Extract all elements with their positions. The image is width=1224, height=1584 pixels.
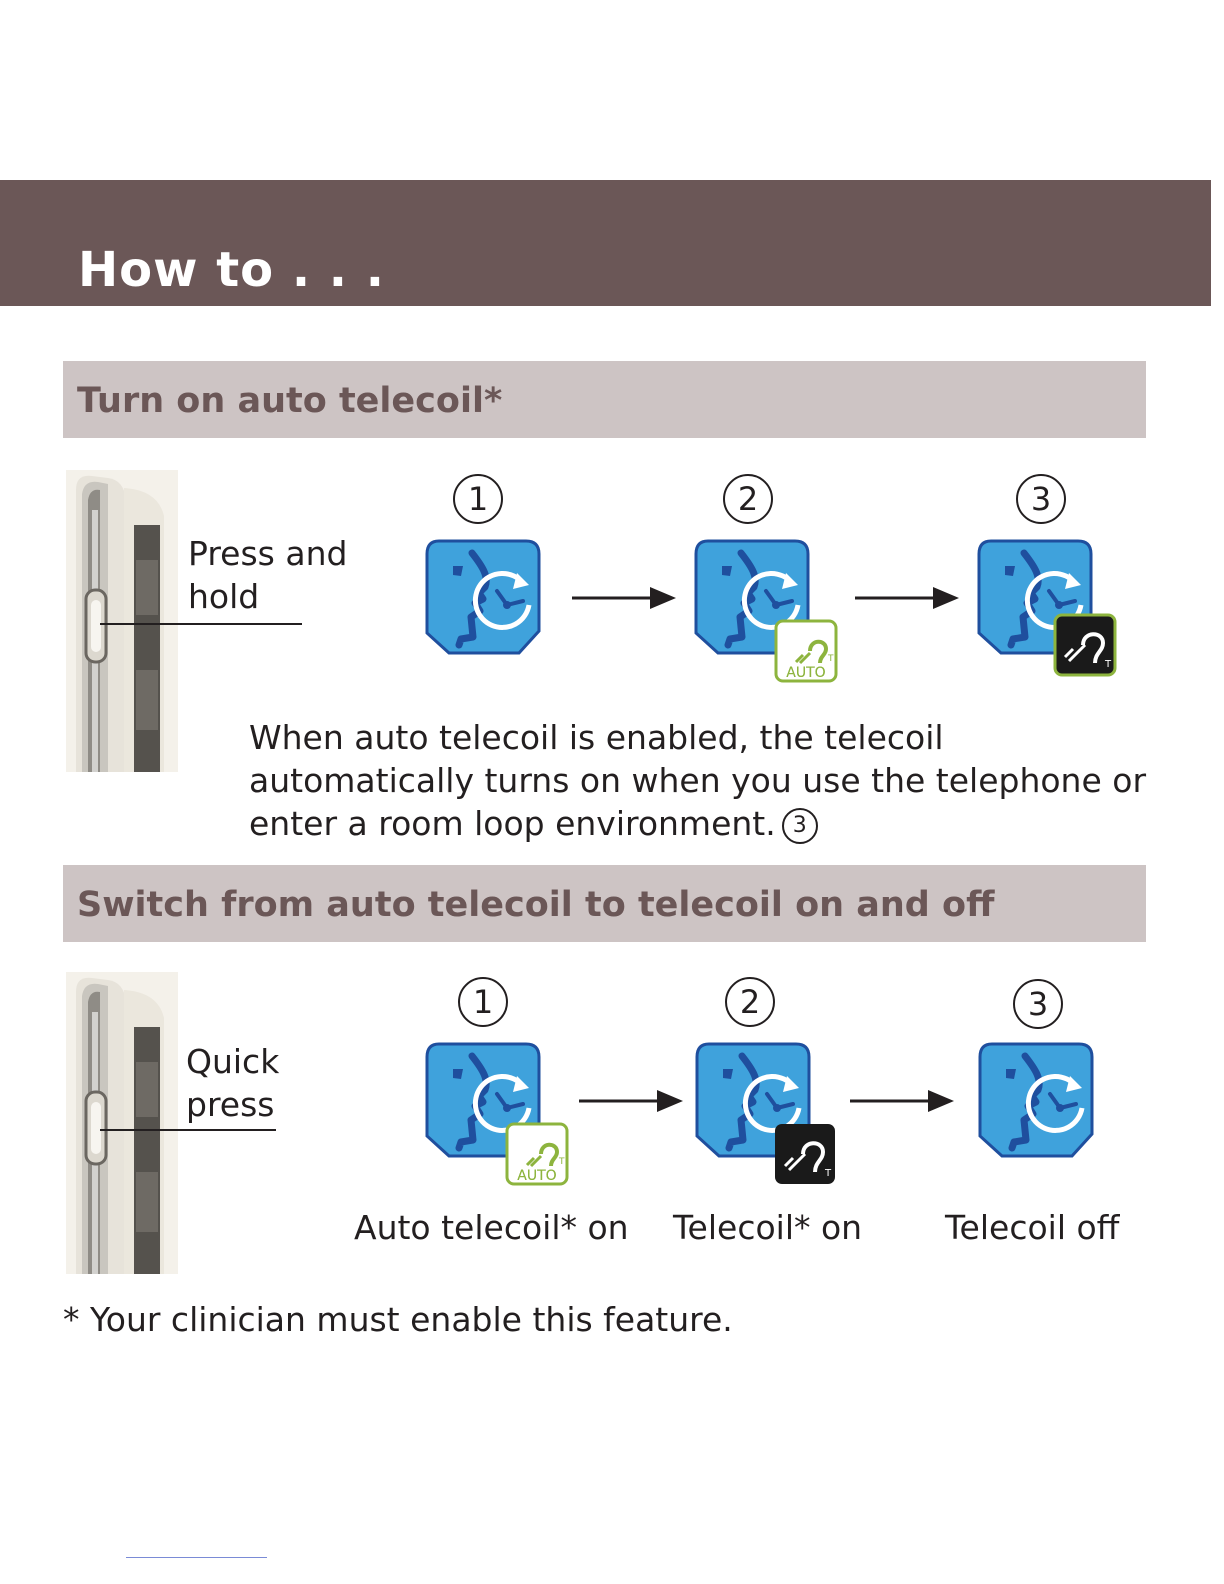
section-title: Turn on auto telecoil* bbox=[77, 381, 503, 421]
arrow-right-icon bbox=[855, 587, 959, 609]
arrow-right-icon bbox=[850, 1090, 954, 1112]
action-label-quick-press: Quick press bbox=[186, 1042, 280, 1124]
step-number: 3 bbox=[1013, 979, 1063, 1029]
leader-line bbox=[100, 1129, 276, 1131]
footnote: * Your clinician must enable this featur… bbox=[63, 1300, 733, 1339]
badge-text: AUTO bbox=[517, 1168, 556, 1184]
arrow-right-icon bbox=[572, 587, 676, 609]
program-icon bbox=[695, 1042, 845, 1192]
program-icon bbox=[977, 539, 1127, 689]
program-icon: AUTO bbox=[694, 539, 844, 689]
program-icon bbox=[425, 539, 575, 689]
hearing-aid-image bbox=[66, 470, 178, 772]
program-icon bbox=[978, 1042, 1128, 1192]
description-text: When auto telecoil is enabled, the telec… bbox=[249, 718, 1147, 844]
badge-text: AUTO bbox=[786, 665, 825, 681]
leader-line bbox=[100, 623, 302, 625]
step-number: 1 bbox=[458, 977, 508, 1027]
hearing-aid-image bbox=[66, 972, 178, 1274]
telecoil-badge-icon bbox=[773, 1122, 837, 1186]
caption-auto-telecoil-on: Auto telecoil* on bbox=[354, 1208, 629, 1247]
footer-rule bbox=[126, 1557, 267, 1558]
section-bar-auto-telecoil: Turn on auto telecoil* bbox=[63, 361, 1146, 438]
section-title: Switch from auto telecoil to telecoil on… bbox=[77, 885, 995, 925]
caption-telecoil-on: Telecoil* on bbox=[673, 1208, 863, 1247]
program-icon: AUTO bbox=[425, 1042, 575, 1192]
caption-telecoil-off: Telecoil off bbox=[945, 1208, 1120, 1247]
arrow-right-icon bbox=[579, 1090, 683, 1112]
page-title: How to . . . bbox=[78, 242, 385, 298]
step-reference: 3 bbox=[781, 807, 818, 844]
section-bar-switch-telecoil: Switch from auto telecoil to telecoil on… bbox=[63, 865, 1146, 942]
action-label-press-hold: Press and hold bbox=[188, 534, 348, 616]
header-band bbox=[0, 180, 1211, 306]
telecoil-badge-icon bbox=[1053, 613, 1117, 677]
step-number: 2 bbox=[723, 474, 773, 524]
step-number: 3 bbox=[1016, 474, 1066, 524]
step-number: 1 bbox=[453, 474, 503, 524]
step-number: 2 bbox=[725, 977, 775, 1027]
